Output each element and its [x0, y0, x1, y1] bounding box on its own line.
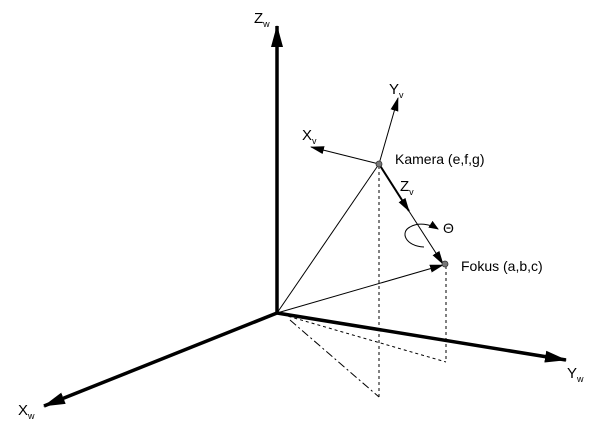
camera-point	[375, 160, 383, 168]
view-y-axis	[378, 97, 399, 165]
origin-camera-line	[276, 163, 380, 314]
view-z-label: Zv	[400, 178, 414, 197]
origin-focus-vector	[276, 264, 444, 314]
rotation-arrow-icon	[404, 220, 439, 248]
origin-camera-ground-line	[289, 319, 380, 398]
world-y-axis	[276, 311, 567, 363]
world-y-label: Yw	[567, 365, 584, 384]
camera-label: Kamera (e,f,g)	[395, 151, 484, 167]
world-z-label: Zw	[254, 10, 270, 29]
rotation-label: Θ	[443, 220, 454, 236]
world-x-axis	[43, 311, 278, 408]
view-x-axis	[310, 146, 380, 165]
view-y-label: Yv	[389, 81, 404, 100]
focus-point	[441, 260, 449, 268]
camera-focus-line	[404, 204, 444, 265]
view-x-label: Xv	[302, 127, 317, 146]
view-z-axis	[378, 163, 410, 212]
world-x-label: Xw	[18, 402, 35, 421]
focus-label: Fokus (a,b,c)	[461, 258, 543, 274]
origin-focus-ground-line	[276, 312, 447, 363]
